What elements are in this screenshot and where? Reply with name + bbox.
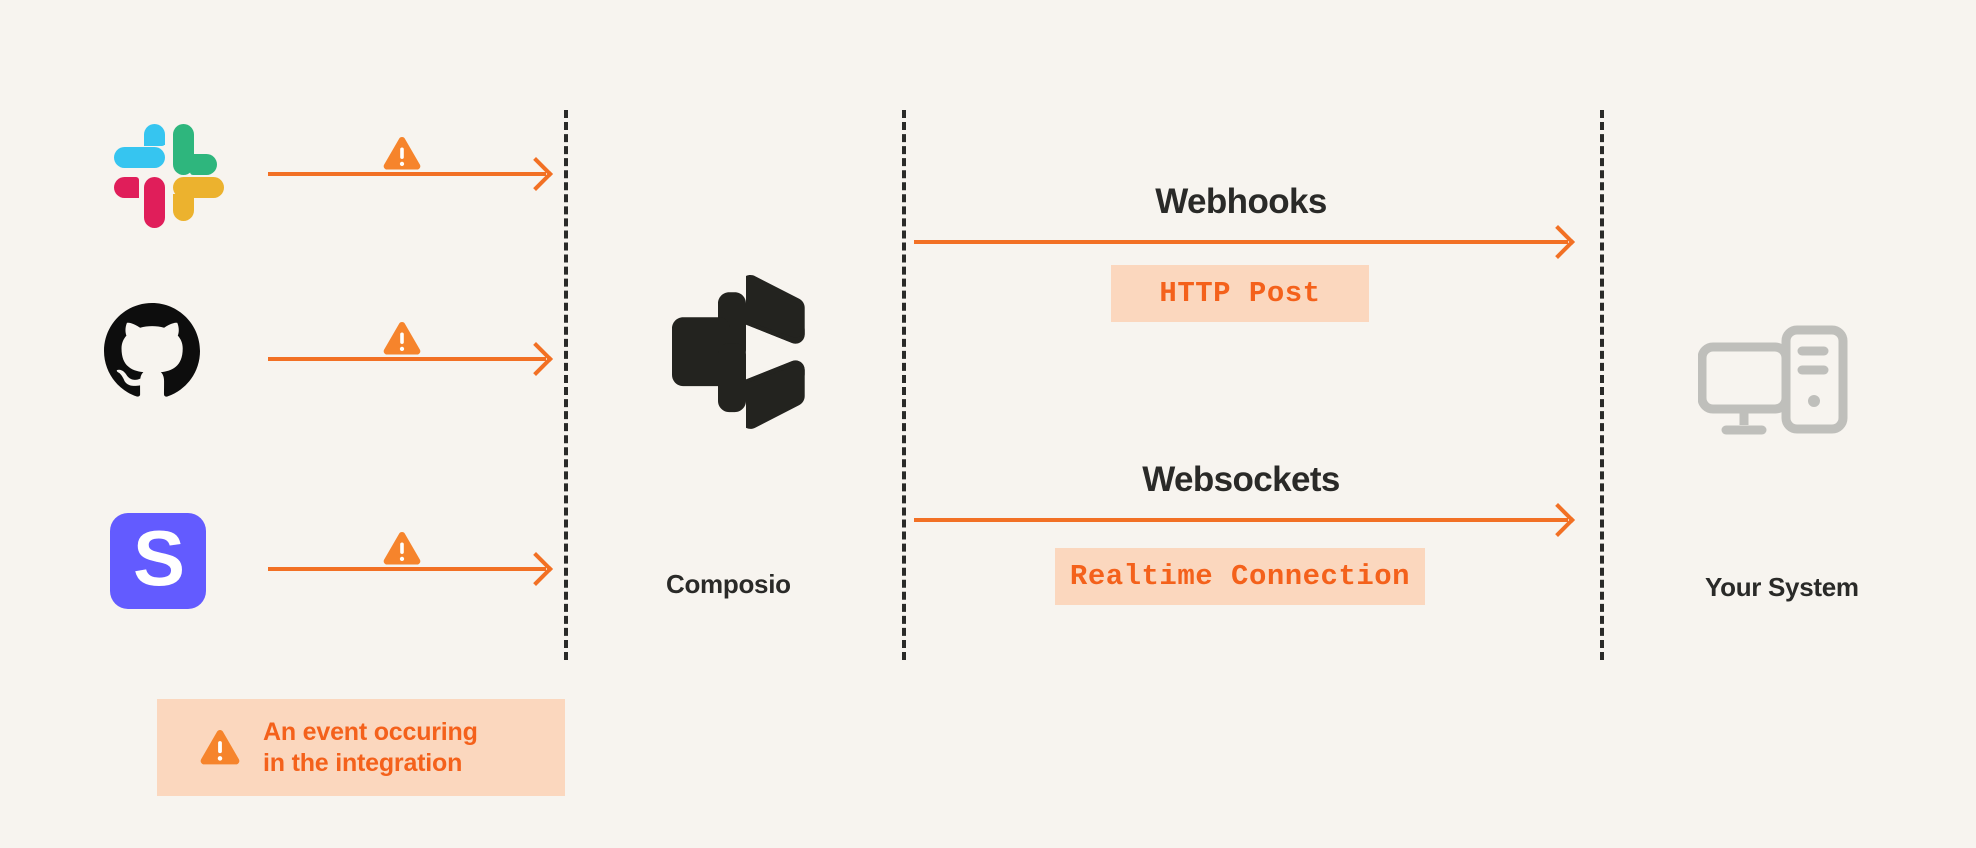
badge-http-post: HTTP Post: [1111, 265, 1369, 322]
badge-realtime-connection: Realtime Connection: [1055, 548, 1425, 605]
composio-label: Composio: [666, 569, 791, 599]
event-arrow-stripe: [268, 567, 546, 571]
desktop-computer-icon: [1698, 325, 1848, 441]
integration-logo-github: [104, 303, 204, 403]
slack-icon: [108, 118, 224, 228]
composio-logo-icon: [660, 272, 810, 432]
integration-logo-stripe: S: [110, 513, 210, 613]
legend-line-2: in the integration: [263, 748, 463, 777]
stripe-icon: S: [110, 513, 206, 609]
event-arrow-github: [268, 357, 546, 361]
warning-triangle-icon: [382, 531, 422, 567]
channel-title-webhooks: Webhooks: [1155, 182, 1327, 221]
github-icon: [104, 303, 200, 399]
channel-arrow-webhooks: [914, 240, 1568, 244]
warning-triangle-icon: [382, 321, 422, 357]
stripe-glyph: S: [132, 514, 185, 602]
legend-text: An event occuring in the integration: [263, 717, 478, 778]
legend-line-1: An event occuring: [263, 718, 478, 746]
your-system-label: Your System: [1705, 572, 1859, 602]
legend-box: An event occuring in the integration: [157, 699, 565, 796]
warning-triangle-icon: [199, 729, 241, 767]
divider-composio: [902, 110, 906, 660]
divider-system: [1600, 110, 1604, 660]
event-arrow-slack: [268, 172, 546, 176]
divider-sources: [564, 110, 568, 660]
channel-title-websockets: Websockets: [1142, 460, 1340, 499]
channel-arrow-websockets: [914, 518, 1568, 522]
warning-triangle-icon: [382, 136, 422, 172]
integration-logo-slack: [108, 118, 224, 228]
